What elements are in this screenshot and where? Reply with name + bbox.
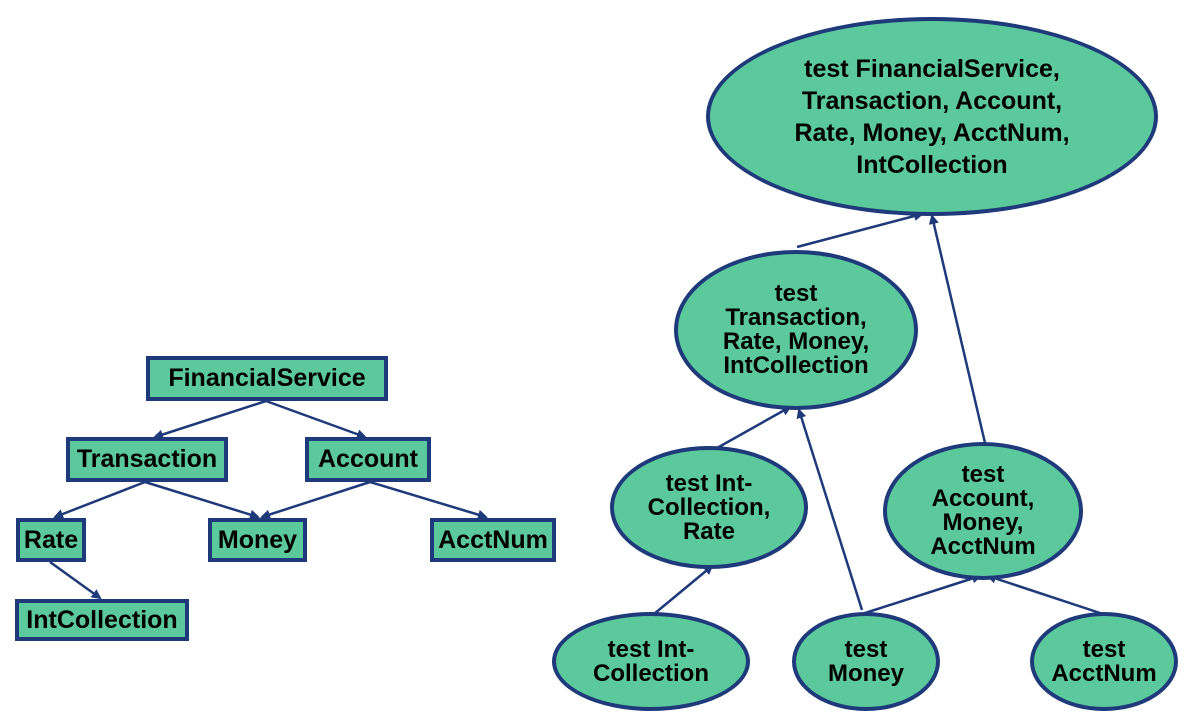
edge-testint-testintrate: [653, 564, 714, 615]
edge-transaction-money: [144, 480, 260, 520]
node-acctnum: AcctNum: [430, 518, 556, 562]
node-financialservice: FinancialService: [146, 356, 388, 401]
edge-testmoney-testtransaction: [796, 408, 864, 611]
node-money: Money: [208, 518, 307, 562]
node-transaction: Transaction: [66, 437, 228, 482]
node-test-account: test Account, Money, AcctNum: [883, 442, 1083, 580]
node-test-money: test Money: [792, 612, 940, 711]
edge-testintrate-testtransaction: [716, 405, 792, 450]
node-intcollection: IntCollection: [15, 599, 189, 641]
edge-rate-intcollection: [49, 560, 102, 600]
node-test-acctnum: test AcctNum: [1030, 612, 1178, 711]
node-rate: Rate: [16, 518, 86, 562]
node-test-transaction: test Transaction, Rate, Money, IntCollec…: [674, 250, 918, 410]
node-test-intcollection: test Int- Collection: [552, 612, 750, 711]
edge-transaction-rate: [53, 480, 146, 519]
node-test-intcollection-rate: test Int- Collection, Rate: [610, 446, 808, 569]
node-account: Account: [305, 437, 431, 482]
edge-testacctnum-testaccount: [986, 573, 1104, 616]
edge-testtransaction-testall: [796, 211, 924, 249]
edge-account-money: [260, 480, 371, 520]
node-test-all: test FinancialService, Transaction, Acco…: [706, 17, 1158, 216]
edge-financialservice-transaction: [153, 399, 267, 440]
edge-testmoney-testaccount: [861, 573, 982, 616]
edge-account-acctnum: [369, 480, 488, 520]
edge-testaccount-testall: [928, 214, 987, 444]
edge-financialservice-account: [265, 399, 367, 439]
